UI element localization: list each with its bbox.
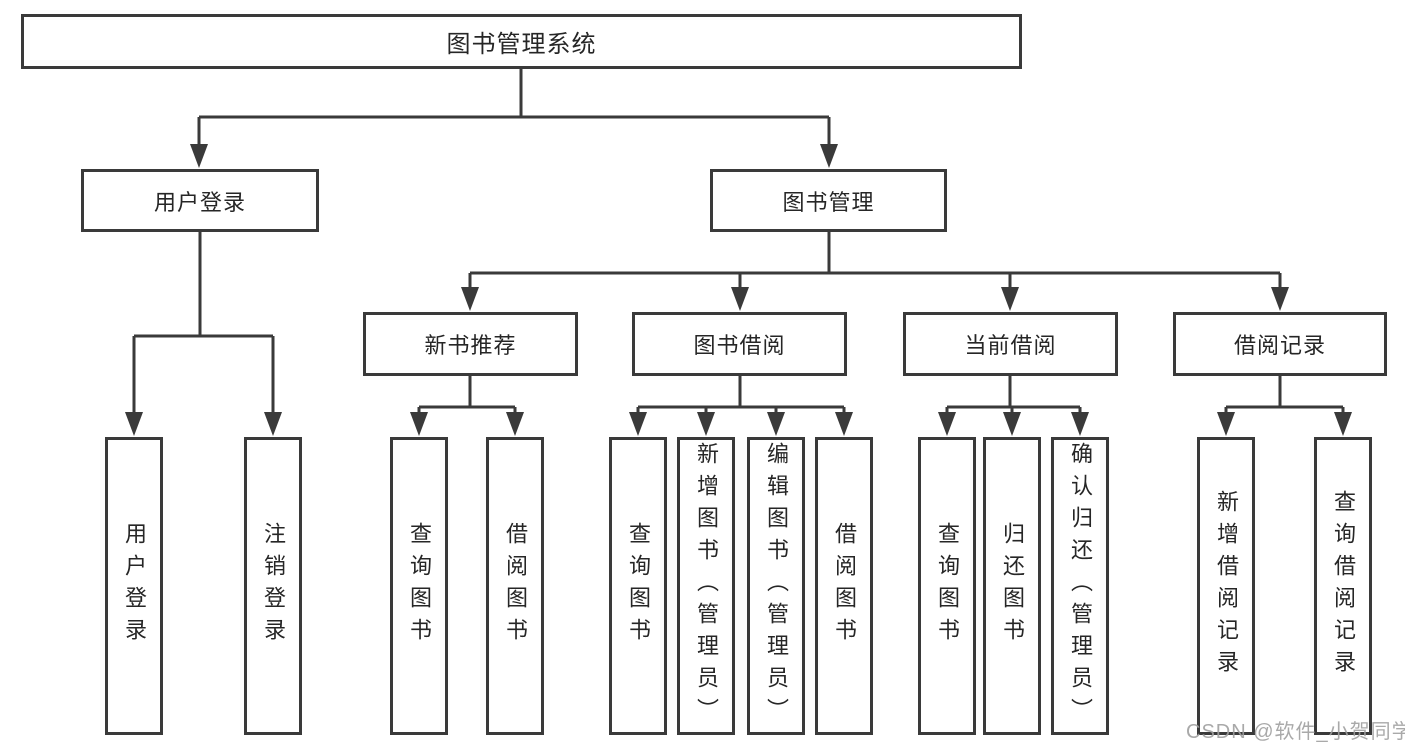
- leaf-query-books-recommend: 查询图书: [390, 437, 448, 735]
- arrow-icon: [190, 144, 208, 168]
- leaf-borrow-books-borrowing: 借阅图书: [815, 437, 873, 735]
- leaf-query-books-current: 查询图书: [918, 437, 976, 735]
- connector-book-management: [468, 232, 1282, 289]
- connector-user-login: [132, 232, 275, 414]
- leaf-edit-book-admin: 编辑图书（管理员）: [747, 437, 805, 735]
- arrow-icon: [506, 412, 524, 436]
- leaf-confirm-return-admin: 确认归还（管理员）: [1051, 437, 1109, 735]
- connector-book-borrowing: [636, 376, 846, 414]
- arrowheads: [125, 144, 1352, 436]
- connector-new-book-recommend: [417, 376, 517, 414]
- arrow-icon: [461, 287, 479, 311]
- leaf-user-login: 用户登录: [105, 437, 163, 735]
- arrow-icon: [1334, 412, 1352, 436]
- arrow-icon: [820, 144, 838, 168]
- leaf-borrow-books-recommend: 借阅图书: [486, 437, 544, 735]
- arrow-icon: [1071, 412, 1089, 436]
- leaf-add-borrow-record: 新增借阅记录: [1197, 437, 1255, 735]
- arrow-icon: [410, 412, 428, 436]
- arrow-icon: [835, 412, 853, 436]
- leaf-logout: 注销登录: [244, 437, 302, 735]
- connector-borrowing-records: [1224, 376, 1345, 414]
- arrow-icon: [767, 412, 785, 436]
- node-user-login: 用户登录: [81, 169, 319, 232]
- arrow-icon: [697, 412, 715, 436]
- leaf-query-borrow-record: 查询借阅记录: [1314, 437, 1372, 735]
- arrow-icon: [938, 412, 956, 436]
- node-current-borrowing: 当前借阅: [903, 312, 1118, 376]
- arrow-icon: [1001, 287, 1019, 311]
- arrow-icon: [629, 412, 647, 436]
- node-book-borrowing: 图书借阅: [632, 312, 847, 376]
- arrow-icon: [1217, 412, 1235, 436]
- connector-root: [197, 69, 831, 147]
- leaf-add-book-admin: 新增图书（管理员）: [677, 437, 735, 735]
- node-borrowing-records: 借阅记录: [1173, 312, 1387, 376]
- arrow-icon: [1003, 412, 1021, 436]
- arrow-icon: [1271, 287, 1289, 311]
- arrow-icon: [731, 287, 749, 311]
- arrow-icon: [264, 412, 282, 436]
- node-new-book-recommend: 新书推荐: [363, 312, 578, 376]
- connector-current-borrowing: [945, 376, 1082, 414]
- node-book-management: 图书管理: [710, 169, 947, 232]
- leaf-return-books: 归还图书: [983, 437, 1041, 735]
- leaf-query-books-borrowing: 查询图书: [609, 437, 667, 735]
- node-root: 图书管理系统: [21, 14, 1022, 69]
- watermark-text: CSDN @软件_小贺同学: [1186, 721, 1405, 743]
- arrow-icon: [125, 412, 143, 436]
